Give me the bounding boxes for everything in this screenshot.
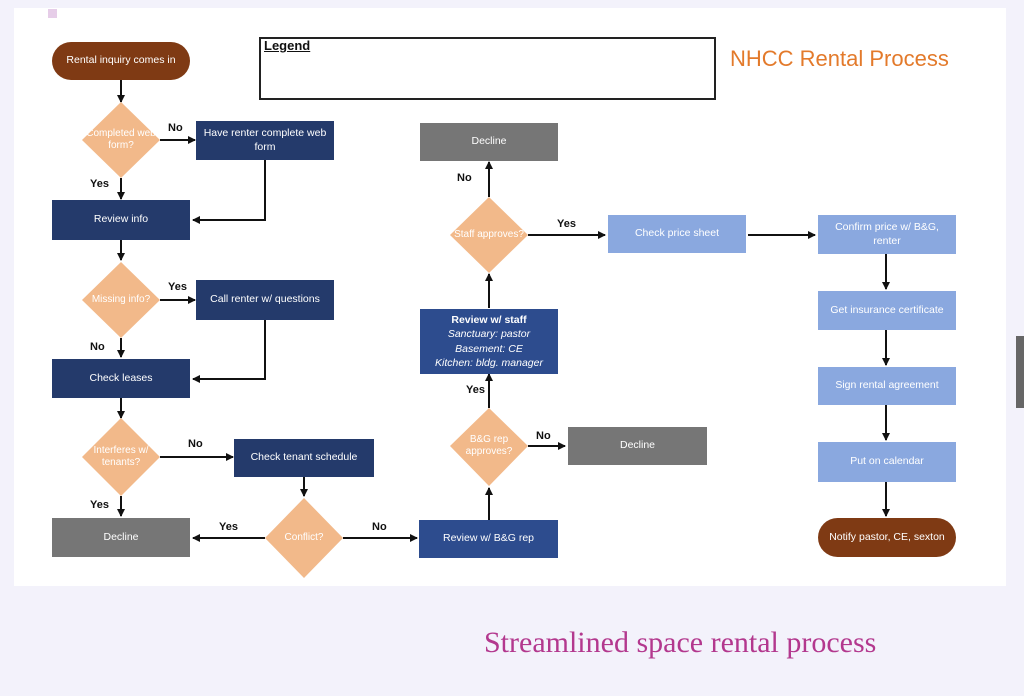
- connector-call-to-leases: [192, 320, 266, 383]
- edge-label-no: No: [188, 438, 203, 450]
- review-staff-sanctuary: Sanctuary: pastor: [447, 328, 531, 341]
- review-staff-kitchen: Kitchen: bldg. manager: [435, 356, 543, 369]
- decision-label-bg-approves: B&G rep approves?: [465, 434, 513, 457]
- legend-phase1-label: Phase 1: Information Gathering: [268, 58, 408, 98]
- diagram-title: NHCC Rental Process: [730, 46, 949, 71]
- node-decline-1: Decline: [52, 518, 190, 557]
- legend-phase1-desc: Information Gathering: [282, 80, 394, 92]
- edge-label-yes: Yes: [466, 384, 485, 396]
- node-confirm-price: Confirm price w/ B&G, renter: [818, 215, 956, 254]
- legend-phase2-desc: Approvals: [459, 80, 511, 92]
- node-insurance: Get insurance certificate: [818, 291, 956, 330]
- decision-label-completed-form: Completed web form?: [86, 128, 156, 151]
- node-start: Rental inquiry comes in: [52, 42, 190, 80]
- decision-diamond-missing-info: [82, 262, 160, 338]
- connector-have-renter-to-review: [192, 160, 266, 224]
- decision-diamond-staff-approves: [450, 197, 528, 273]
- node-review-bg: Review w/ B&G rep: [419, 520, 558, 558]
- decision-label-interferes: Interferes w/ tenants?: [93, 445, 149, 468]
- node-check-price: Check price sheet: [608, 215, 746, 253]
- decision-diamond-bg-approves: [450, 408, 528, 486]
- decision-label-missing-info: Missing info?: [91, 294, 151, 305]
- corner-marker: [48, 9, 57, 18]
- node-decline-2: Decline: [568, 427, 707, 465]
- legend-phase3-name: Phase 3:: [610, 63, 658, 76]
- edge-label-yes: Yes: [168, 281, 187, 293]
- node-calendar: Put on calendar: [818, 442, 956, 482]
- edge-label-yes: Yes: [219, 521, 238, 533]
- edge-label-no: No: [168, 122, 183, 134]
- edge-label-yes: Yes: [90, 178, 109, 190]
- legend-box: [259, 37, 716, 100]
- scrollbar-thumb[interactable]: [1016, 336, 1024, 408]
- review-staff-title: Review w/ staff: [451, 314, 527, 327]
- edge-label-no: No: [457, 172, 472, 184]
- legend-phase2-name: Phase 2:: [461, 63, 509, 76]
- review-staff-basement: Basement: CE: [455, 342, 523, 355]
- legend-phase2-label: Phase 2: Approvals: [420, 58, 550, 98]
- node-have-renter: Have renter complete web form: [196, 121, 334, 160]
- decision-diamond-conflict: [265, 498, 343, 578]
- node-call-renter: Call renter w/ questions: [196, 280, 334, 320]
- node-sign: Sign rental agreement: [818, 367, 956, 405]
- legend-title: Legend: [264, 38, 311, 53]
- legend-phase3-desc: Documentation: [595, 80, 673, 92]
- decision-diamond-interferes: [82, 418, 160, 496]
- node-check-tenant: Check tenant schedule: [234, 439, 374, 477]
- decision-diamond-completed-form: [82, 102, 160, 178]
- decision-label-conflict: Conflict?: [284, 532, 324, 543]
- edge-label-no: No: [372, 521, 387, 533]
- node-notify: Notify pastor, CE, sexton: [818, 518, 956, 557]
- edge-label-yes: Yes: [557, 218, 576, 230]
- edge-label-no: No: [90, 341, 105, 353]
- legend-phase1-name: Phase 1:: [314, 63, 362, 76]
- node-review-info: Review info: [52, 200, 190, 240]
- edge-label-no: No: [536, 430, 551, 442]
- decision-label-staff-approves: Staff approves?: [454, 229, 524, 240]
- node-check-leases: Check leases: [52, 359, 190, 398]
- node-decline-3: Decline: [420, 123, 558, 161]
- node-review-staff: Review w/ staff Sanctuary: pastor Baseme…: [420, 309, 558, 374]
- edge-label-yes: Yes: [90, 499, 109, 511]
- caption: Streamlined space rental process: [484, 626, 877, 659]
- legend-phase3-label: Phase 3: Documentation: [566, 58, 702, 98]
